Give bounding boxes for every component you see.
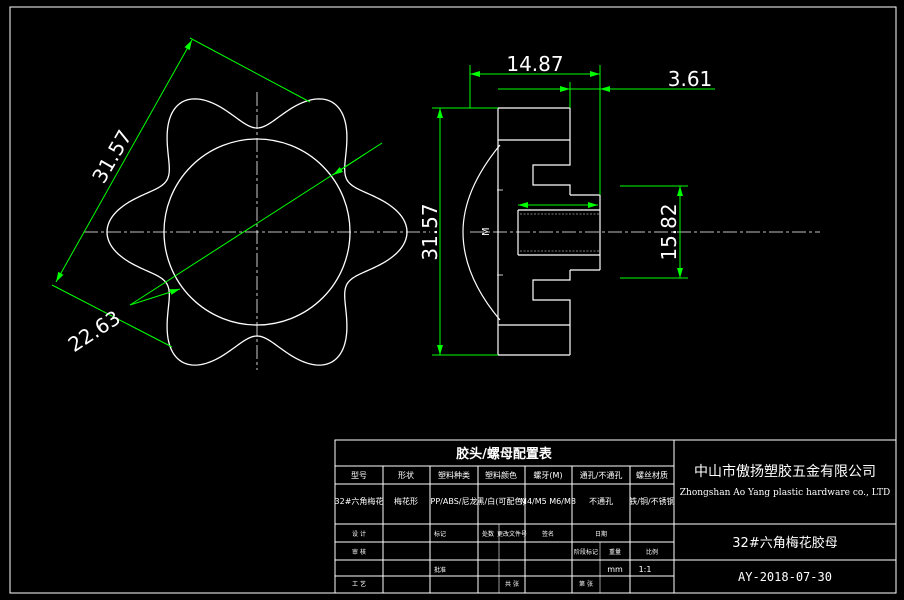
ext-line [51,284,173,348]
cell-plastic-type: PP/ABS/尼龙 [431,496,478,506]
small-label: 设 计 [352,530,366,538]
small-label: 工 艺 [352,580,366,588]
cell-thread: M4/M5 M6/M8 [520,497,576,506]
cell-hole: 不通孔 [589,496,613,506]
small-label: 阶段标记 [574,548,598,556]
dome-outline [462,144,501,321]
section-view-dimensions [432,65,715,356]
header-plastic-type: 塑料种类 [438,470,470,480]
small-label: 处数 [482,530,494,538]
lower-slot [532,270,571,325]
cell-shape: 梅花形 [394,496,418,506]
ext-line [189,37,311,103]
header-model: 型号 [351,471,367,480]
small-label: 审 核 [352,548,366,556]
dim-line-diag-outer [55,39,193,283]
dim-text-right-offset: 3.61 [668,67,713,91]
dim-text-diag-outer: 31.57 [87,126,136,188]
title-block-frame [334,439,897,594]
header-plastic-color: 塑料颜色 [485,470,517,480]
small-label: 批准 [434,566,446,574]
thread-mark-label: M [481,227,492,236]
dim-text-diag-inner: 22.63 [64,305,125,356]
dim-text-thread-height: 15.82 [657,203,681,260]
dim-arrow [332,153,366,176]
header-shape: 形状 [398,470,414,480]
dim-text-top-width: 14.87 [506,52,563,76]
small-label: 共 张 [505,580,519,588]
unit-label: mm [607,565,623,574]
header-thread: 螺牙(M) [533,470,562,480]
company-name-en: Zhongshan Ao Yang plastic hardware co., … [680,488,890,498]
small-label: 更改文件号 [497,530,527,538]
cell-plastic-color: 黑/白(可配色) [477,496,526,506]
header-screw-material: 螺丝材质 [636,470,668,480]
section-view [462,107,820,356]
scale-label: 1:1 [639,565,652,574]
company-name-cn: 中山市傲扬塑胶五金有限公司 [694,463,876,480]
part-name: 32#六角梅花胶母 [732,535,837,551]
small-label: 标记 [434,530,446,538]
front-view-dimensions: 31.57 22.63 [51,37,383,357]
small-label: 签名 [542,530,554,538]
small-label: 日期 [595,530,607,538]
drawing-number: AY-2018-07-30 [738,570,832,584]
title-block [334,439,897,594]
dim-arrow [129,288,181,306]
small-label: 重量 [609,548,621,556]
table-title: 胶头/螺母配置表 [456,446,553,462]
upper-slot [532,140,571,195]
dim-text-height: 31.57 [418,203,442,260]
cell-model: 32#六角梅花 [335,496,384,506]
header-hole: 通孔/不通孔 [580,470,623,480]
cell-screw-material: 铁/铜/不锈钢 [629,496,674,506]
small-label: 比例 [646,548,658,556]
small-label: 第 张 [579,580,593,588]
